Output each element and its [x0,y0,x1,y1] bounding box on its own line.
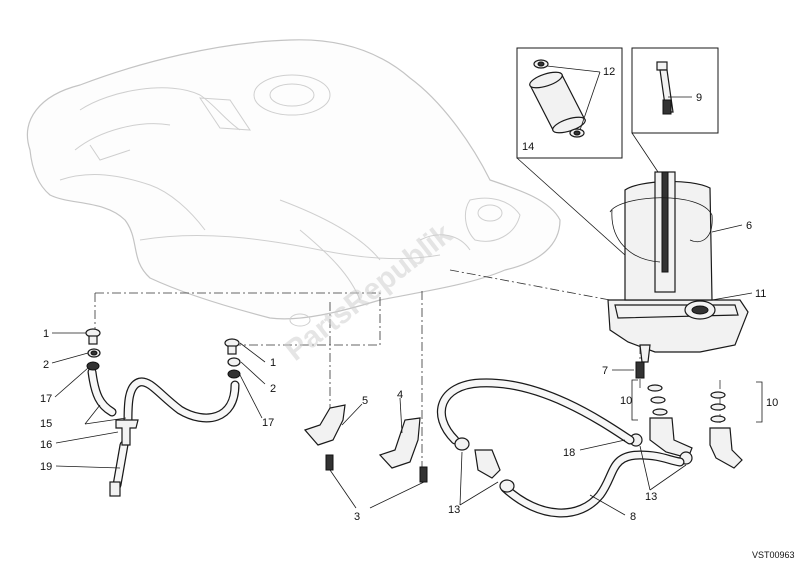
callout-15: 15 [40,418,52,430]
callout-4: 4 [397,389,403,401]
callout-3: 3 [354,511,360,523]
right-connectors [629,361,743,469]
callout-9: 9 [696,92,702,104]
callout-13: 13 [645,491,657,503]
callout-8: 8 [630,511,636,523]
callout-11: 11 [755,288,766,300]
callout-17: 17 [40,393,52,405]
inset-sender-box [631,47,719,176]
callout-13: 13 [448,504,460,516]
callout-6: 6 [746,220,752,232]
callout-18: 18 [563,447,575,459]
callout-1: 1 [43,328,49,340]
leader-lines [51,65,763,516]
callout-2: 2 [43,359,49,371]
callout-7: 7 [602,365,608,377]
left-fittings [85,328,241,497]
inset-filter-box [516,47,626,256]
fuel-pump-assembly [607,171,749,363]
middle-connectors [454,437,515,493]
hoses [87,367,685,518]
callout-labels: 1 2 17 15 16 19 1 2 17 5 4 3 13 13 18 8 … [40,66,778,523]
callout-17: 17 [262,417,274,429]
callout-19: 19 [40,461,52,473]
brackets [303,404,428,483]
callout-16: 16 [40,439,52,451]
callout-12: 12 [603,66,615,78]
callout-5: 5 [362,395,368,407]
callout-14: 14 [522,141,534,153]
callout-10: 10 [766,397,778,409]
callout-1: 1 [270,357,276,369]
callout-2: 2 [270,383,276,395]
callout-10: 10 [620,395,632,407]
fuel-tank [26,39,561,327]
drawing-code: VST00963 [752,550,795,560]
